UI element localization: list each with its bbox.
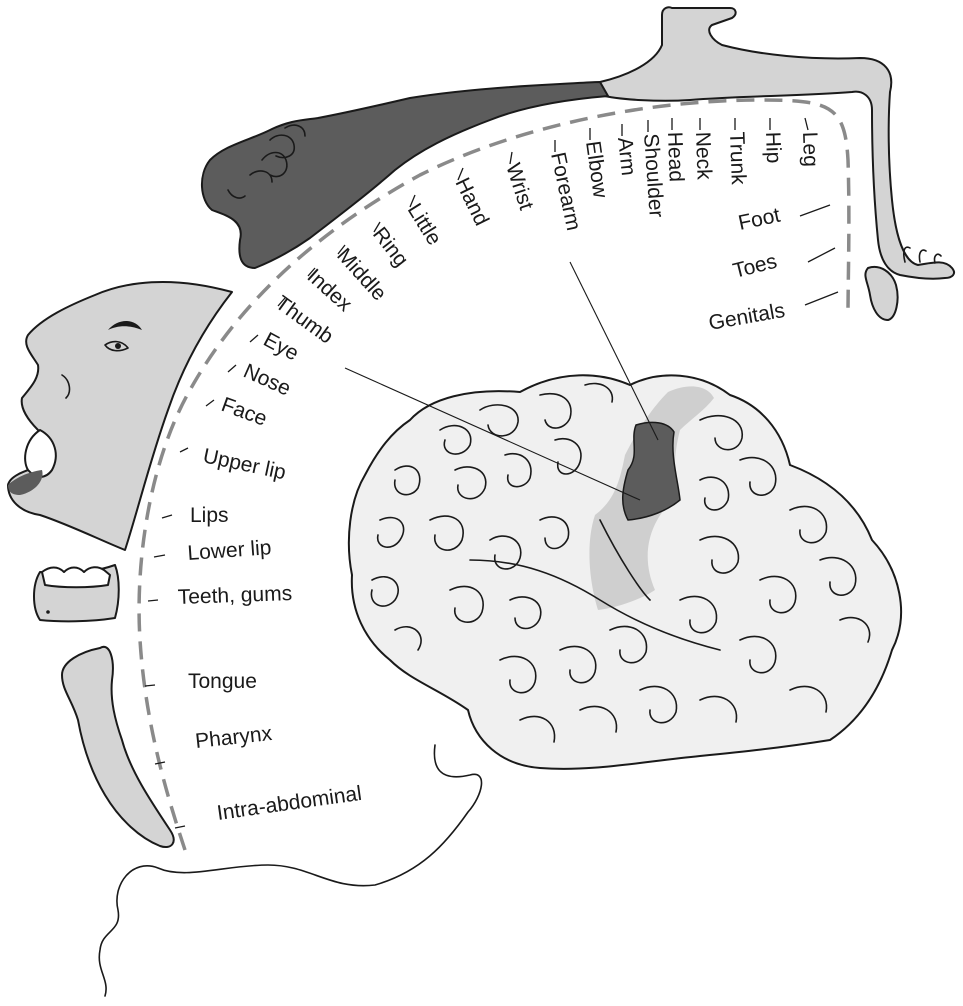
tongue-pharynx-figure bbox=[62, 647, 174, 847]
genitals-figure bbox=[865, 267, 897, 320]
label-lips: Lips bbox=[190, 504, 229, 527]
nose-tick bbox=[228, 365, 236, 372]
wrist-tick bbox=[510, 152, 512, 164]
genitals-tick bbox=[805, 292, 838, 305]
label-wrist: Wrist bbox=[501, 160, 538, 212]
upper-lip-tick bbox=[180, 448, 188, 452]
label-tongue: Tongue bbox=[188, 670, 257, 693]
tongue-outline bbox=[62, 647, 174, 847]
label-hand: Hand bbox=[451, 174, 494, 229]
label-foot: Foot bbox=[736, 204, 782, 235]
leg-tick bbox=[805, 118, 808, 130]
label-elbow: Elbow bbox=[581, 139, 612, 200]
label-nose: Nose bbox=[240, 360, 294, 401]
label-intra-abdominal: Intra-abdominal bbox=[215, 782, 363, 825]
label-forearm: Forearm bbox=[546, 150, 585, 232]
teeth bbox=[42, 567, 110, 587]
head-outline bbox=[99, 745, 481, 996]
teeth-gums-tick bbox=[148, 600, 158, 601]
intra-abdominal-tick bbox=[175, 826, 185, 828]
label-pharynx: Pharynx bbox=[194, 722, 274, 753]
jaw-figure bbox=[34, 565, 119, 621]
face-tick bbox=[206, 400, 214, 406]
label-eye: Eye bbox=[260, 328, 303, 365]
label-leg: Leg bbox=[798, 131, 822, 167]
lips-tick bbox=[162, 515, 172, 518]
label-shoulder: Shoulder bbox=[639, 133, 668, 218]
label-hip: Hip bbox=[761, 131, 785, 163]
tongue-tick bbox=[145, 685, 155, 686]
label-lower-lip: Lower lip bbox=[187, 536, 272, 565]
label-face: Face bbox=[218, 393, 270, 431]
label-trunk: Trunk bbox=[725, 131, 750, 185]
label-arm: Arm bbox=[613, 136, 640, 177]
label-upper-lip: Upper lip bbox=[201, 444, 288, 484]
label-head: Head bbox=[663, 131, 688, 182]
brain bbox=[349, 375, 901, 769]
label-little: Little bbox=[403, 199, 446, 249]
label-genitals: Genitals bbox=[707, 299, 787, 335]
lower-lip-tick bbox=[154, 555, 165, 557]
label-neck: Neck bbox=[691, 131, 716, 180]
arm-dark bbox=[202, 82, 608, 268]
foot-tick bbox=[800, 205, 830, 216]
label-toes: Toes bbox=[731, 250, 780, 283]
pupil bbox=[115, 343, 121, 349]
toes-tick bbox=[808, 248, 835, 262]
label-teeth-gums: Teeth, gums bbox=[177, 582, 292, 609]
eye-tick bbox=[250, 335, 258, 342]
arm-figure bbox=[202, 7, 954, 279]
